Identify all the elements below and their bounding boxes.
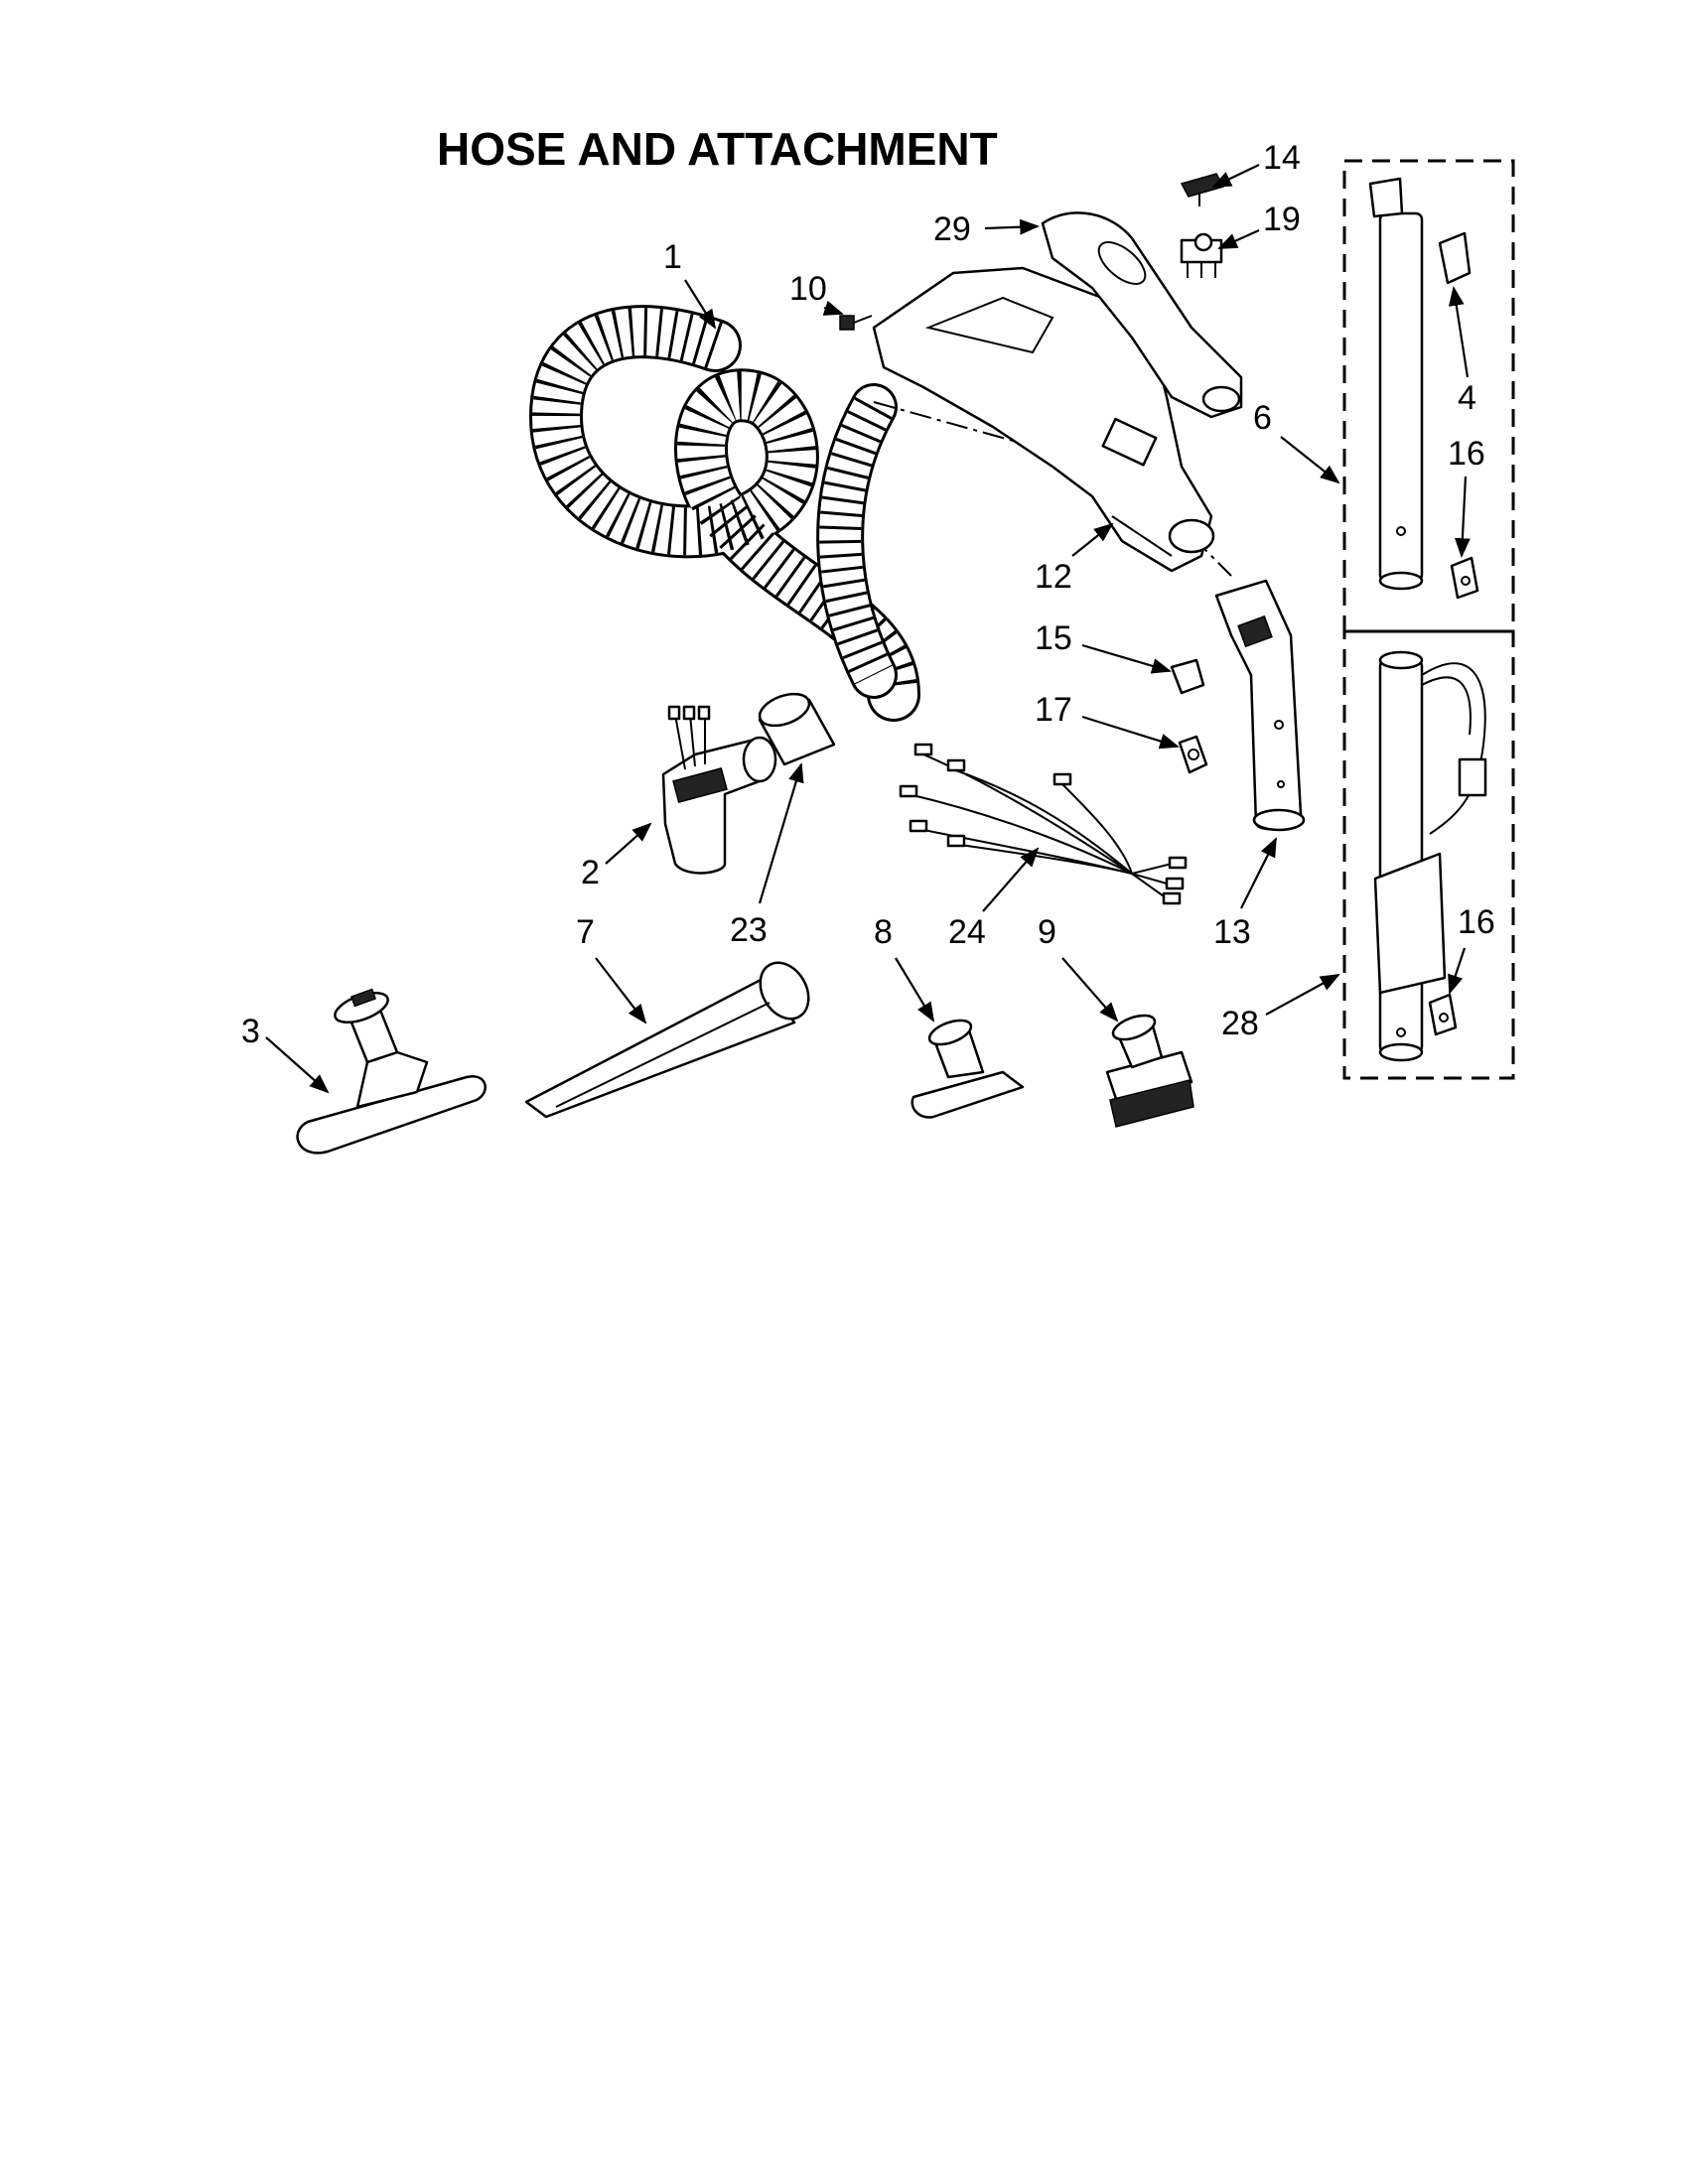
- callout-14: 14: [1263, 139, 1301, 177]
- callout-16-lower: 16: [1458, 903, 1495, 941]
- callout-17: 17: [1035, 691, 1072, 729]
- clip-part-4: [1438, 231, 1472, 285]
- callout-9: 9: [1038, 913, 1056, 951]
- leader-arrow: [605, 822, 652, 865]
- leader-arrow: [1061, 957, 1119, 1023]
- group-box-part-6: [1342, 159, 1515, 633]
- callout-28: 28: [1221, 1005, 1259, 1042]
- callout-24: 24: [948, 913, 986, 951]
- callout-13: 13: [1213, 913, 1251, 951]
- leader-arrow: [265, 1036, 330, 1094]
- leader-arrow: [1448, 947, 1467, 995]
- elbow-part-13: [1214, 579, 1306, 832]
- leader-arrow: [1280, 436, 1340, 484]
- swivel-part-2: [661, 705, 777, 875]
- leader-arrow: [1071, 522, 1114, 557]
- callout-23: 23: [730, 911, 768, 949]
- leader-arrow: [895, 957, 935, 1023]
- switch-plate-part-14: [1180, 173, 1225, 206]
- clip-part-15: [1170, 658, 1205, 695]
- callout-15: 15: [1035, 619, 1072, 657]
- leader-arrow: [1454, 476, 1471, 558]
- leader-arrow: [758, 762, 804, 904]
- callout-29: 29: [933, 210, 971, 248]
- callout-12: 12: [1035, 558, 1072, 596]
- callout-8: 8: [874, 913, 893, 951]
- switch-part-19: [1180, 232, 1223, 278]
- callout-7: 7: [576, 913, 595, 951]
- latch-part-16-upper: [1450, 556, 1479, 600]
- callout-2: 2: [581, 854, 600, 891]
- callout-19: 19: [1263, 201, 1301, 238]
- callout-3: 3: [241, 1013, 260, 1050]
- wand-part-28: [1373, 650, 1487, 1062]
- leader-arrow: [1448, 286, 1470, 378]
- group-box-part-28: [1342, 629, 1515, 1080]
- handle-cover-part-29: [1041, 211, 1243, 419]
- wire-harness-part-24: [899, 743, 1188, 905]
- diagram-title: HOSE AND ATTACHMENT: [437, 123, 998, 175]
- leader-arrow: [1217, 228, 1260, 250]
- callout-4: 4: [1458, 379, 1476, 417]
- wand-part-6: [1368, 177, 1424, 591]
- leader-arrow: [684, 279, 717, 330]
- leader-arrow: [822, 300, 844, 316]
- leader-arrow: [982, 847, 1040, 912]
- latch-part-16-lower: [1428, 993, 1458, 1036]
- leader-arrow: [1265, 974, 1340, 1016]
- floor-tool-part-3: [296, 988, 487, 1155]
- leader-arrow: [1240, 837, 1277, 909]
- leader-arrow: [984, 218, 1040, 235]
- leader-arrow: [1081, 643, 1172, 674]
- leader-arrow: [595, 957, 647, 1024]
- leader-arrow: [1211, 164, 1260, 188]
- callout-6: 6: [1253, 399, 1272, 437]
- latch-part-17: [1178, 735, 1208, 774]
- screw-part-10: [839, 315, 873, 331]
- dusting-brush-part-9: [1105, 1014, 1194, 1128]
- upholstery-tool-part-8: [911, 1019, 1025, 1119]
- crevice-tool-part-7: [524, 961, 810, 1119]
- hose-part-1: [528, 305, 920, 722]
- handle-part-12: [872, 266, 1215, 573]
- callout-10: 10: [789, 270, 827, 308]
- coupling-part-23: [758, 692, 836, 766]
- leader-arrow: [1081, 715, 1180, 750]
- callout-16-upper: 16: [1448, 435, 1485, 473]
- callout-1: 1: [663, 238, 682, 276]
